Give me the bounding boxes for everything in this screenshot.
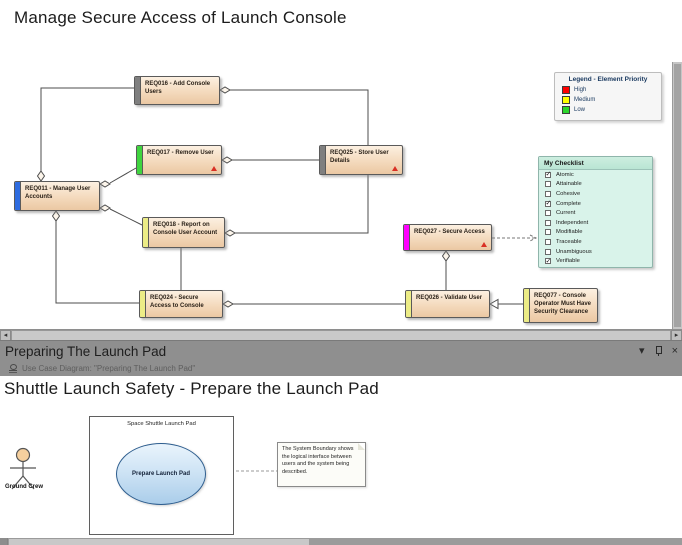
checklist-row: Unambiguous — [539, 247, 652, 257]
checkbox-unchecked[interactable] — [545, 219, 551, 226]
pin-icon[interactable] — [654, 345, 663, 357]
requirement-req077[interactable]: REQ077 - Console Operator Must Have Secu… — [523, 288, 598, 323]
checklist-row: ✓ Complete — [539, 199, 652, 209]
check-icon: ✓ — [545, 200, 552, 208]
priority-bar — [404, 225, 410, 250]
legend-item: High — [555, 85, 661, 95]
requirement-label: REQ026 - Validate User — [416, 295, 483, 301]
checkbox-unchecked[interactable] — [545, 190, 551, 197]
note-element[interactable]: The System Boundary shows the logical in… — [277, 442, 366, 487]
checkbox-checked[interactable]: ✓ — [545, 171, 552, 179]
dropdown-icon[interactable]: ▾ — [639, 345, 645, 357]
priority-bar — [524, 289, 530, 322]
checklist-item-label: Current — [556, 210, 576, 217]
breadcrumb-text: Use Case Diagram: "Preparing The Launch … — [22, 364, 196, 373]
checkbox-unchecked[interactable] — [545, 248, 551, 255]
requirement-label: REQ011 - Manage User Accounts — [25, 186, 91, 201]
breadcrumb: Use Case Diagram: "Preparing The Launch … — [0, 362, 682, 376]
requirement-label: REQ025 - Store User Details — [330, 150, 389, 165]
requirement-label: REQ018 - Report on Console User Account — [153, 222, 218, 237]
legend-item-label: High — [574, 87, 587, 93]
requirement-req025[interactable]: REQ025 - Store User Details — [319, 145, 403, 175]
requirement-label: REQ016 - Add Console Users — [145, 81, 211, 96]
warning-triangle-icon — [481, 242, 487, 247]
checklist-item-label: Independent — [556, 219, 589, 226]
bottom-pane-horizontal-scrollbar[interactable] — [0, 538, 682, 545]
priority-color-swatch — [562, 96, 570, 104]
legend-item: Low — [555, 105, 661, 115]
checklist-title: My Checklist — [539, 157, 652, 170]
priority-bar — [140, 291, 146, 317]
warning-triangle-icon — [211, 166, 217, 171]
requirement-req027[interactable]: REQ027 - Secure Access — [403, 224, 492, 251]
checkbox-checked[interactable]: ✓ — [545, 200, 552, 208]
scroll-left-button[interactable] — [0, 538, 8, 545]
checklist-item-label: Unambiguous — [556, 248, 592, 255]
top-pane-horizontal-scrollbar[interactable]: ◂ ▸ — [0, 329, 682, 341]
checklist-row: Current — [539, 208, 652, 218]
checklist-item-label: Complete — [556, 200, 581, 207]
checklist-item-label: Attainable — [556, 181, 582, 188]
lower-pane-title-bar: Preparing The Launch Pad ▾ × — [0, 340, 682, 362]
priority-bar — [320, 146, 326, 174]
checklist-item-label: Atomic — [556, 171, 574, 178]
vertical-scroll-thumb[interactable] — [674, 64, 681, 327]
legend-item-label: Low — [574, 107, 586, 113]
checklist-item-label: Traceable — [556, 238, 582, 245]
use-case-diagram-icon — [9, 364, 18, 373]
checklist-row: Independent — [539, 218, 652, 228]
requirement-req011[interactable]: REQ011 - Manage User Accounts — [14, 181, 100, 211]
requirement-req017[interactable]: REQ017 - Remove User — [136, 145, 222, 175]
requirement-label: REQ077 - Console Operator Must Have Secu… — [534, 293, 592, 316]
checklist-row: Traceable — [539, 237, 652, 247]
checklist-item-label: Cohesive — [556, 190, 581, 197]
legend-item: Medium — [555, 95, 661, 105]
bottom-diagram-title: Shuttle Launch Safety - Prepare the Laun… — [4, 379, 379, 398]
priority-bar — [406, 291, 412, 317]
checkbox-unchecked[interactable] — [545, 210, 551, 217]
checklist-item-label: Modifiable — [556, 229, 583, 236]
use-case-label: Prepare Launch Pad — [131, 471, 191, 477]
checkbox-unchecked[interactable] — [545, 181, 551, 188]
legend-item-label: Medium — [574, 97, 596, 103]
use-case-prepare-launch-pad[interactable]: Prepare Launch Pad — [116, 443, 206, 505]
requirement-req026[interactable]: REQ026 - Validate User — [405, 290, 490, 318]
legend-title: Legend - Element Priority — [568, 76, 648, 83]
bottom-scroll-thumb[interactable] — [9, 538, 309, 545]
checkbox-unchecked[interactable] — [545, 229, 551, 236]
checklist-row: Modifiable — [539, 228, 652, 238]
top-diagram-title: Manage Secure Access of Launch Console — [14, 8, 347, 27]
requirement-req016[interactable]: REQ016 - Add Console Users — [134, 76, 220, 105]
checklist-item-label: Verifiable — [556, 258, 580, 265]
requirement-label: REQ027 - Secure Access — [414, 229, 485, 235]
requirement-req018[interactable]: REQ018 - Report on Console User Account — [142, 217, 225, 248]
top-pane-vertical-scrollbar[interactable] — [672, 62, 682, 329]
requirement-req024[interactable]: REQ024 - Secure Access to Console — [139, 290, 223, 318]
warning-triangle-icon — [392, 166, 398, 171]
checklist-row: ✓ Verifiable — [539, 256, 652, 266]
checklist-row: Cohesive — [539, 189, 652, 199]
priority-bar — [135, 77, 141, 104]
priority-bar — [15, 182, 21, 210]
requirement-label: REQ024 - Secure Access to Console — [150, 295, 204, 310]
check-icon: ✓ — [545, 171, 552, 179]
checkbox-unchecked[interactable] — [545, 238, 551, 245]
check-icon: ✓ — [545, 257, 552, 265]
close-icon[interactable]: × — [671, 345, 678, 357]
checklist-row: ✓ Atomic — [539, 170, 652, 180]
note-text: The System Boundary shows the logical in… — [282, 446, 354, 476]
lower-pane-title: Preparing The Launch Pad — [5, 344, 167, 359]
priority-bar — [137, 146, 143, 174]
priority-color-swatch — [562, 106, 570, 114]
actor-label: Ground Crew — [4, 484, 43, 490]
system-boundary-label: Space Shuttle Launch Pad — [127, 421, 196, 427]
note-fold-icon — [358, 443, 365, 450]
priority-color-swatch — [562, 86, 570, 94]
priority-bar — [143, 218, 149, 247]
checkbox-checked[interactable]: ✓ — [545, 257, 552, 265]
requirement-label: REQ017 - Remove User — [147, 150, 214, 156]
checklist-row: Attainable — [539, 180, 652, 190]
